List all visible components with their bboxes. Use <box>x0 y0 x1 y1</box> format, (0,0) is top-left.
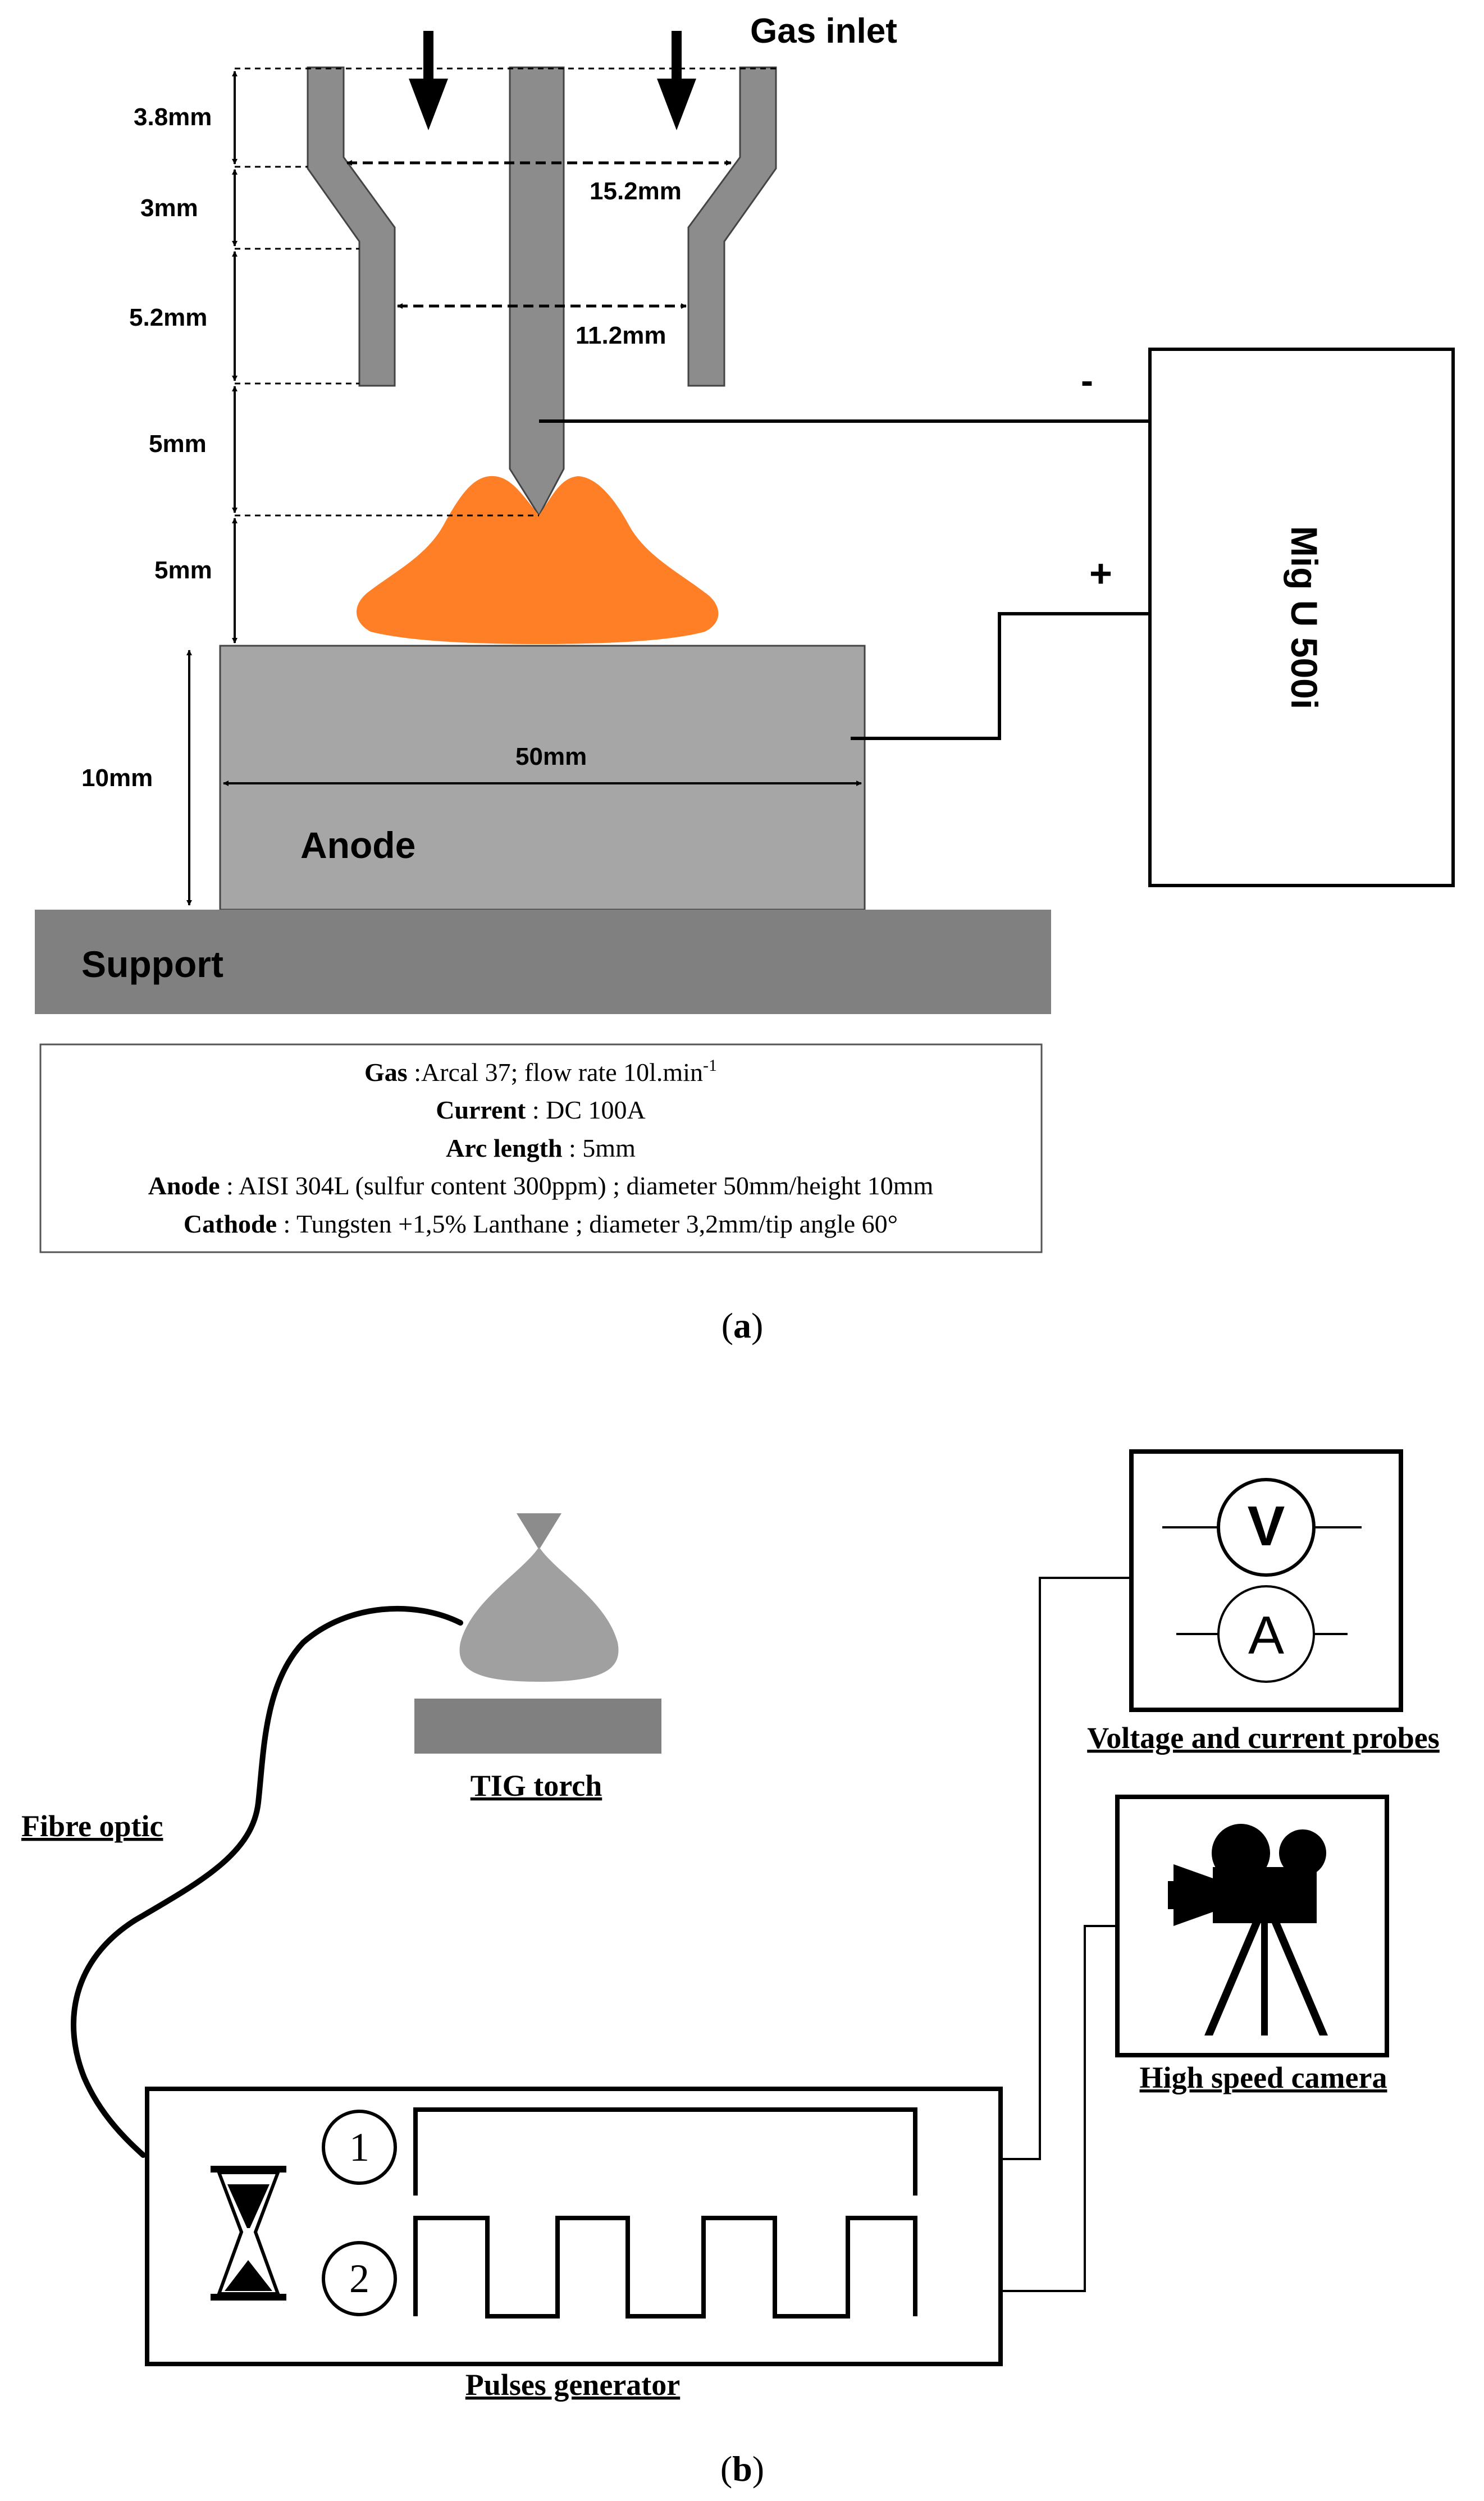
positive-terminal-sign: + <box>1089 551 1112 595</box>
power-supply-label: Mig U 500i <box>1284 526 1325 709</box>
support-label: Support <box>81 943 223 985</box>
condition-line-gas: Gas :Arcal 37; flow rate 10l.min-1 <box>364 1056 717 1087</box>
pulses-generator-box <box>145 2087 1003 2366</box>
dimension-guide-lines <box>235 67 776 517</box>
camera-icon <box>1168 1824 1328 2036</box>
gas-inlet-arrow-right <box>657 31 696 130</box>
tungsten-electrode <box>509 66 565 517</box>
panel-a: Gas inlet Anode Support <box>35 12 1455 1345</box>
dimension-label: 5.2mm <box>129 304 207 331</box>
nozzle-top-width-label: 15.2mm <box>590 177 682 205</box>
camera-label: High speed camera <box>1140 2061 1387 2094</box>
conditions-box <box>39 1043 1043 1253</box>
negative-terminal-sign: - <box>1081 359 1093 401</box>
channel-1-signal <box>413 2107 917 2196</box>
conditions-text: Gas :Arcal 37; flow rate 10l.min-1 Curre… <box>148 1056 934 1238</box>
nozzle-bottom-width-label: 11.2mm <box>576 322 666 349</box>
nozzle-left-wall <box>307 66 396 387</box>
channel-1-number: 1 <box>349 2125 369 2170</box>
vertical-dimension-arrows <box>186 71 238 906</box>
anode-label: Anode <box>300 824 415 866</box>
channel-2-indicator: 2 <box>322 2241 397 2316</box>
condition-line-cathode: Cathode : Tungsten +1,5% Lanthane ; diam… <box>184 1210 898 1238</box>
dimension-label: 10mm <box>81 764 153 792</box>
horizontal-dimension-arrows <box>223 160 862 786</box>
instrument-wires <box>1001 1577 1131 2292</box>
panel-b: TIG torch Fibre optic V A Voltage and cu… <box>21 1449 1440 2489</box>
power-supply-box <box>1148 348 1455 887</box>
ammeter-letter: A <box>1248 1605 1284 1665</box>
arc-plasma <box>357 476 719 644</box>
dimension-label: 5mm <box>149 430 207 458</box>
condition-line-arc-length: Arc length : 5mm <box>446 1134 636 1162</box>
condition-line-current: Current : DC 100A <box>436 1096 646 1124</box>
gas-inlet-label: Gas inlet <box>750 12 897 51</box>
ammeter-symbol: A <box>1176 1585 1348 1683</box>
gas-inlet-arrow-left <box>409 31 448 130</box>
condition-line-anode: Anode : AISI 304L (sulfur content 300ppm… <box>148 1171 934 1200</box>
dimension-label: 3mm <box>140 194 198 222</box>
fibre-optic-label: Fibre optic <box>21 1809 163 1843</box>
channel-1-indicator: 1 <box>322 2110 397 2185</box>
hourglass-icon <box>211 2166 286 2301</box>
channel-2-number: 2 <box>349 2256 369 2301</box>
tig-torch-label: TIG torch <box>471 1769 602 1802</box>
pulses-generator-label: Pulses generator <box>465 2368 680 2402</box>
voltmeter-symbol: V <box>1162 1478 1362 1577</box>
dimension-label: 5mm <box>154 556 212 584</box>
power-circuit-wires <box>539 419 1150 740</box>
anode-block <box>219 645 866 911</box>
tig-torch-icon <box>414 1513 661 1754</box>
anode-width-label: 50mm <box>515 743 587 770</box>
dimension-label: 3.8mm <box>134 103 212 131</box>
voltmeter-letter: V <box>1248 1495 1285 1558</box>
fibre-optic-cable <box>71 1605 463 2158</box>
panel-b-caption: (b) <box>720 2449 764 2489</box>
channel-2-signal <box>413 2216 917 2319</box>
panel-a-caption: (a) <box>722 1306 764 1345</box>
support-block <box>35 910 1051 1014</box>
nozzle-right-wall <box>687 66 777 387</box>
probes-label: Voltage and current probes <box>1087 1721 1440 1755</box>
